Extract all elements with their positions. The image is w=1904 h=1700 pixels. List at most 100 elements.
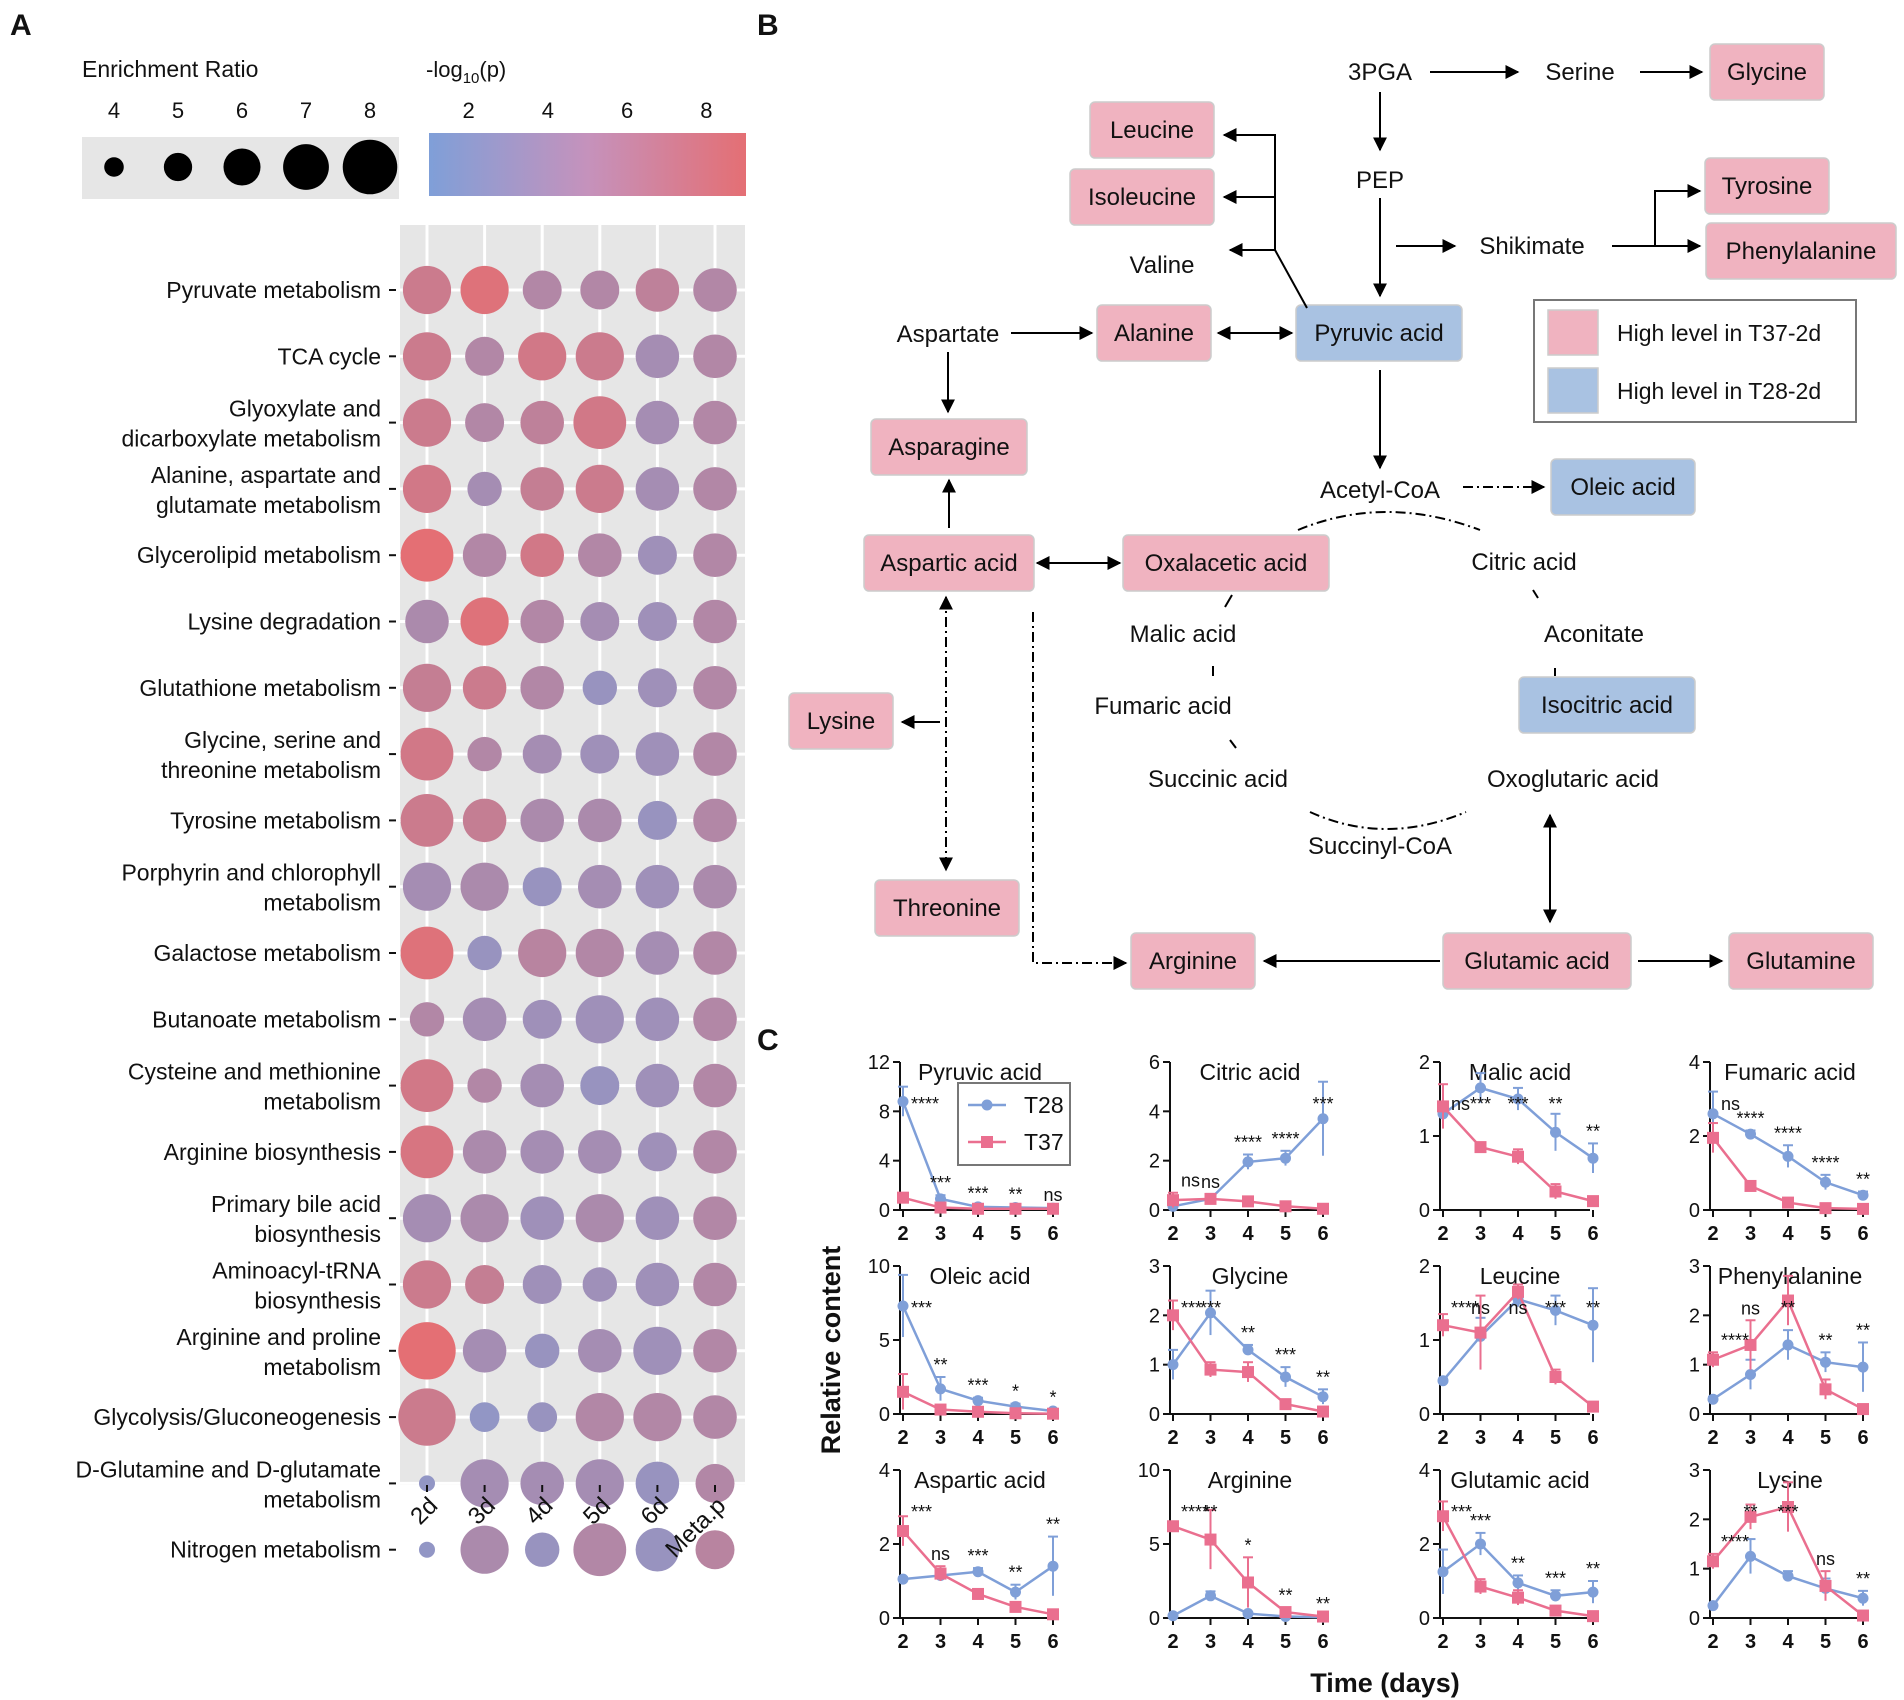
significance-label: ns [1741, 1298, 1760, 1318]
dot-butanoate-metabolism-2d [409, 1002, 445, 1037]
dot-arginine-biosynthesis-meta-p [693, 1130, 737, 1174]
row-label-glycine-serine-and: Glycine, serine and [184, 727, 381, 753]
y-tick-label: 0 [1419, 1200, 1430, 1222]
row-label-tca-cycle: TCA cycle [277, 343, 381, 369]
point-t28 [1475, 1082, 1486, 1094]
point-t28 [1857, 1189, 1869, 1201]
pathway-legend-blue-label: High level in T28-2d [1617, 378, 1821, 404]
color-legend-tick: 8 [700, 98, 712, 123]
dot-nitrogen-metabolism-4d [525, 1532, 560, 1567]
dot-tyrosine-metabolism-meta-p [693, 798, 737, 843]
x-tick-label: 5 [1550, 1427, 1561, 1449]
node-box-arginine [1130, 932, 1256, 990]
dotplot-panel [400, 225, 745, 1485]
y-tick-label: 3 [1149, 1256, 1160, 1278]
point-t37 [1512, 1285, 1524, 1298]
point-t28 [1707, 1108, 1719, 1120]
x-tick-label: 3 [1745, 1631, 1756, 1653]
dot-butanoate-metabolism-3d [462, 997, 507, 1042]
point-t37 [1512, 1150, 1524, 1163]
row-label-arginine-and-proline: Arginine and proline [176, 1324, 381, 1350]
significance-label: * [1012, 1382, 1019, 1402]
dot-lysine-degradation-2d [405, 599, 449, 644]
point-t37 [1437, 1100, 1449, 1113]
pathway-edge [1612, 184, 1702, 247]
x-tick-label: 6 [1587, 1631, 1598, 1653]
significance-label: ns [1451, 1094, 1470, 1114]
dot-porphyrin-and-chlorophyll-meta-p [693, 864, 737, 909]
row-label-glycerolipid-metabolism: Glycerolipid metabolism [137, 542, 381, 568]
node-acetylcoa: Acetyl-CoA [1320, 477, 1440, 504]
x-tick-label: 4 [1242, 1631, 1254, 1653]
significance-label: *** [967, 1376, 988, 1396]
node-glutamine: Glutamine [1746, 948, 1855, 975]
x-tick-label: 3 [1205, 1427, 1216, 1449]
size-legend-tick: 7 [300, 98, 312, 123]
y-tick-label: 10 [868, 1256, 890, 1278]
y-tick-label: 8 [879, 1101, 890, 1123]
panel-c-label: C [757, 1024, 779, 1057]
dot-glyoxylate-and-meta-p [693, 400, 737, 445]
significance-label: ns [1043, 1185, 1062, 1205]
significance-label: ** [1316, 1367, 1330, 1387]
x-tick-label: 3 [935, 1427, 946, 1449]
dot-pyruvate-metabolism-6d [635, 268, 680, 312]
y-tick-label: 2 [1419, 1534, 1430, 1556]
dot-alanine-aspartate-and-3d [467, 471, 502, 507]
point-t37 [1204, 1533, 1217, 1546]
dot-aminoacyl-trna-meta-p [693, 1262, 737, 1307]
legend-marker-t37 [981, 1136, 993, 1148]
dot-glycerolipid-metabolism-2d [400, 528, 454, 582]
chart-title: Lysine [1757, 1467, 1823, 1493]
x-tick-label: 2 [897, 1631, 908, 1653]
x-tick-label: 6 [1317, 1223, 1328, 1245]
dot-glycerolipid-metabolism-3d [462, 533, 507, 577]
x-tick-label: 6 [1857, 1427, 1868, 1449]
significance-label: **** [1811, 1153, 1839, 1173]
significance-label: **** [1451, 1298, 1479, 1318]
dot-glycolysis-gluconeogenesis-5d [575, 1393, 624, 1442]
significance-label: **** [1181, 1502, 1209, 1522]
y-tick-label: 3 [1689, 1460, 1700, 1482]
dot-galactose-metabolism-3d [467, 935, 502, 971]
row-label-porphyrin-and-chlorophyll: Porphyrin and chlorophyll [121, 860, 381, 886]
x-tick-label: 2 [1707, 1427, 1718, 1449]
y-tick-label: 0 [879, 1404, 890, 1426]
x-tick-label: 4 [1782, 1631, 1794, 1653]
significance-label: *** [911, 1298, 932, 1318]
x-tick-label: 6 [1857, 1631, 1868, 1653]
point-t37 [972, 1405, 984, 1418]
dot-arginine-and-proline-2d [398, 1322, 456, 1380]
y-tick-label: 6 [1149, 1052, 1160, 1074]
dot-lysine-degradation-5d [580, 602, 620, 641]
x-tick-label: 3 [1745, 1223, 1756, 1245]
point-t37 [1587, 1610, 1599, 1623]
x-tick-label: 2 [1707, 1223, 1718, 1245]
x-tick-label: 6 [1587, 1223, 1598, 1245]
point-t28 [1280, 1152, 1291, 1164]
dot-glyoxylate-and-2d [402, 398, 452, 447]
dot-arginine-and-proline-6d [633, 1326, 682, 1375]
tca-cycle-arc [1309, 811, 1467, 830]
x-tick-label: 5 [1010, 1223, 1021, 1245]
dot-butanoate-metabolism-meta-p [693, 997, 737, 1042]
point-t37 [1474, 1141, 1487, 1154]
significance-label: **** [1736, 1108, 1764, 1128]
significance-label: *** [1777, 1502, 1798, 1522]
point-t37 [1549, 1604, 1562, 1617]
point-t37 [897, 1385, 909, 1398]
point-t37 [1204, 1363, 1217, 1376]
dot-butanoate-metabolism-6d [635, 997, 680, 1042]
row-label-primary-bile-acid: Primary bile acid [211, 1191, 381, 1217]
dot-nitrogen-metabolism-2d [419, 1541, 435, 1558]
panel-b-label: B [757, 9, 779, 42]
significance-label: *** [930, 1173, 951, 1193]
dot-pyruvate-metabolism-3d [460, 265, 509, 315]
dot-arginine-biosynthesis-3d [462, 1130, 507, 1174]
point-t37 [1819, 1202, 1832, 1215]
row-label-line2: metabolism [263, 1354, 381, 1380]
tca-cycle-segment [1532, 589, 1539, 599]
significance-label: ** [1548, 1094, 1562, 1114]
